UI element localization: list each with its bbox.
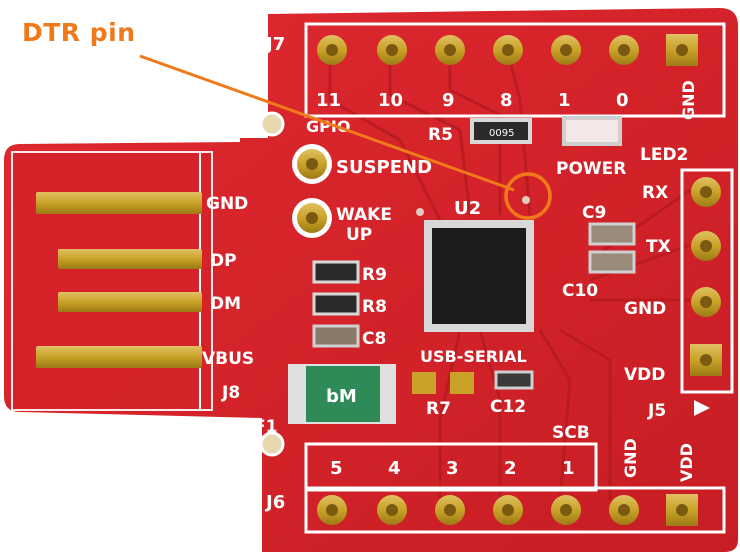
fuse-body: [306, 366, 380, 422]
header-j6-pin-label-3: 3: [446, 458, 459, 479]
header-j7-outline: [304, 22, 726, 118]
header-j5-designator: J5: [647, 401, 666, 421]
mounting-hole-bottom: [259, 431, 285, 457]
power-led: [562, 116, 622, 146]
r9-label: R9: [362, 265, 387, 285]
dtr-callout: [139, 54, 552, 220]
r5-marking: 0095: [489, 128, 514, 139]
mounting-holes: [259, 111, 285, 457]
pcb-board: [4, 8, 738, 552]
header-j5: RX TX GND VDD J5: [624, 168, 734, 421]
header-j7-pin-label-11: 11: [316, 90, 341, 111]
r7-pad-right: [450, 372, 474, 394]
header-j7-pin-label-8: 8: [500, 90, 513, 111]
header-j5-pads: [690, 177, 722, 376]
usb-connector: GND DP DM VBUS J8: [11, 151, 254, 411]
capacitors-c9-c10: C9 C10: [562, 203, 636, 301]
usb-pin-label-dp: DP: [210, 251, 237, 271]
r8-label: R8: [362, 297, 387, 317]
fuse-marking: bM: [326, 386, 357, 407]
u2-chip: U2: [416, 196, 534, 332]
dtr-test-point: [522, 196, 530, 204]
u2-label: U2: [454, 198, 481, 219]
suspend-label: SUSPEND: [336, 157, 432, 178]
usb-pin-label-dm: DM: [210, 294, 241, 314]
wake-label: WAKE: [336, 205, 392, 225]
header-j6: SCB 5 4 3 2 1 GND VDD J6: [264, 423, 726, 534]
resistors-r8-r9-c8: R9 R8 C8: [312, 260, 387, 349]
r9-resistor: [312, 260, 360, 284]
header-j7-pin-label-0: 0: [616, 90, 629, 111]
power-led-area: R5 0095 POWER LED2: [428, 116, 688, 179]
gpio-label: GPIO: [306, 117, 350, 136]
r8-resistor: [312, 292, 360, 316]
header-j7-pin-label-9: 9: [442, 90, 455, 111]
pin1-marker-icon: [694, 400, 710, 416]
header-j6-pin-label-vdd: VDD: [677, 443, 696, 482]
c8-label: C8: [362, 329, 386, 349]
power-label: POWER: [556, 159, 626, 179]
up-label: UP: [346, 225, 372, 245]
c12-label: C12: [490, 397, 526, 417]
usb-pin-label-vbus: VBUS: [202, 349, 254, 369]
header-j5-pin-label-tx: TX: [646, 237, 671, 257]
header-j6-pads: [317, 494, 698, 526]
header-j5-outline: [680, 168, 734, 394]
header-j6-label-box: [304, 442, 598, 492]
usb-serial-label: USB-SERIAL: [420, 347, 527, 366]
usb-contact-dm: [58, 292, 202, 312]
via: [416, 208, 424, 216]
dtr-callout-circle: [504, 172, 552, 220]
f1-label: F1: [254, 417, 277, 437]
header-j5-pin-label-gnd: GND: [624, 299, 666, 319]
dtr-callout-line: [139, 54, 515, 192]
header-j7-pin-label-1: 1: [558, 90, 571, 111]
header-j6-pin-label-1: 1: [562, 458, 575, 479]
c9-capacitor: [588, 222, 636, 246]
header-j6-group-label: SCB: [552, 423, 590, 443]
header-j6-pin-label-2: 2: [504, 458, 517, 479]
u2-package: [432, 228, 526, 324]
header-j7-designator: J7: [264, 34, 285, 55]
usb-pin-label-gnd: GND: [206, 194, 248, 214]
c8-capacitor: [312, 324, 360, 348]
header-j6-designator: J6: [264, 492, 285, 513]
r5-resistor: [470, 118, 532, 144]
header-j6-outline: [304, 486, 726, 534]
usb-serial-area: USB-SERIAL R7 C12: [412, 347, 534, 419]
c9-label: C9: [582, 203, 606, 223]
c10-label: C10: [562, 281, 598, 301]
header-j7: J7 11 10 9 8 1 0 GND: [264, 22, 726, 120]
dtr-pin-callout-label: DTR pin: [22, 18, 136, 47]
fuse-f1: bM F1: [254, 364, 396, 437]
header-j7-pin-label-gnd: GND: [679, 80, 698, 120]
usb-contact-gnd: [36, 192, 202, 214]
header-j5-pin-label-rx: RX: [642, 183, 668, 203]
header-j6-pin-label-5: 5: [330, 458, 343, 479]
pcb-traces: [328, 59, 691, 501]
usb-plug-outline: [11, 151, 213, 411]
header-j7-pads: [317, 34, 698, 66]
usb-designator-j8: J8: [221, 383, 240, 403]
led2-label: LED2: [640, 145, 688, 165]
r5-label: R5: [428, 125, 453, 145]
header-j6-pin-label-4: 4: [388, 458, 401, 479]
c10-capacitor: [588, 250, 636, 274]
header-j6-pin-label-gnd: GND: [621, 438, 640, 478]
c12-capacitor: [494, 370, 534, 390]
r7-pad-left: [412, 372, 436, 394]
mounting-hole-top: [259, 111, 285, 137]
header-j7-pin-label-10: 10: [378, 90, 403, 111]
usb-contact-vbus: [36, 346, 202, 368]
header-j5-pin-label-vdd: VDD: [624, 365, 665, 385]
r7-label: R7: [426, 399, 451, 419]
usb-contact-dp: [58, 249, 202, 269]
gpio-section: GPIO SUSPEND WAKE UP: [292, 117, 432, 245]
